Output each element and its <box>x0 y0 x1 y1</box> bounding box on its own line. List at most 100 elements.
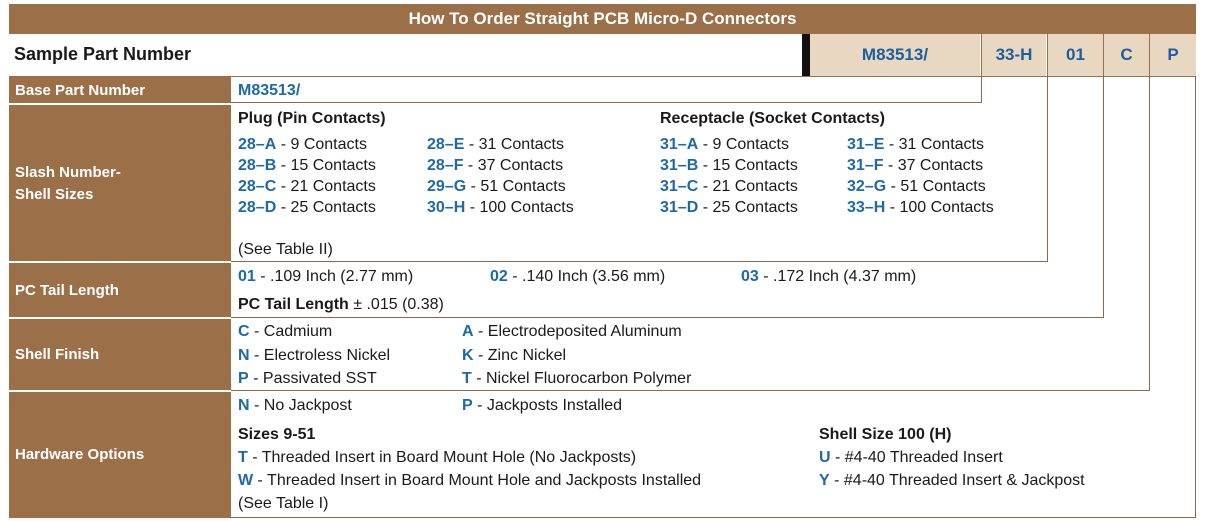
option-desc: - 15 Contacts <box>698 157 798 174</box>
option-code: P <box>462 397 473 414</box>
code-separator <box>1149 34 1150 76</box>
option-desc: - Threaded Insert in Board Mount Hole (N… <box>247 449 637 466</box>
option-desc: - 100 Contacts <box>465 199 574 216</box>
list-item: T - Threaded Insert in Board Mount Hole … <box>238 448 636 468</box>
list-item: 01 - .109 Inch (2.77 mm) <box>238 267 413 287</box>
list-item: 28–A - 9 Contacts <box>238 135 367 155</box>
option-code: Y <box>819 472 830 489</box>
option-code: 28–C <box>238 178 277 195</box>
option-code: K <box>462 347 474 364</box>
option-desc: - 21 Contacts <box>276 178 376 195</box>
receptacle-heading: Receptacle (Socket Contacts) <box>660 110 885 127</box>
label-column <box>9 77 231 518</box>
table-title: How To Order Straight PCB Micro-D Connec… <box>9 4 1196 34</box>
option-code: 31–A <box>660 136 699 153</box>
connector-line-base-h <box>231 102 982 103</box>
option-code: T <box>462 370 472 387</box>
list-item: 33–H - 100 Contacts <box>847 198 994 218</box>
option-desc: - No Jackpost <box>249 397 352 414</box>
code-separator <box>1047 34 1048 76</box>
option-code: 31–E <box>847 136 885 153</box>
plug-heading: Plug (Pin Contacts) <box>238 110 386 127</box>
list-item: 29–G - 51 Contacts <box>427 177 566 197</box>
list-item: Y - #4-40 Threaded Insert & Jackpost <box>819 471 1085 491</box>
list-item: 03 - .172 Inch (4.37 mm) <box>741 267 916 287</box>
option-desc: - .172 Inch (4.37 mm) <box>758 268 917 285</box>
option-code: 28–F <box>427 157 464 174</box>
list-item: W - Threaded Insert in Board Mount Hole … <box>238 471 701 491</box>
sample-code-base: M83513/ <box>810 34 980 76</box>
row-divider <box>9 103 231 105</box>
option-desc: - 51 Contacts <box>466 178 566 195</box>
list-item: 28–E - 31 Contacts <box>427 135 564 155</box>
option-code: 31–F <box>847 157 884 174</box>
option-code: 33–H <box>847 199 886 216</box>
list-item: 31–B - 15 Contacts <box>660 156 798 176</box>
slash-number-label-line2: Shell Sizes <box>15 186 94 203</box>
hardware-note: (See Table I) <box>238 495 329 512</box>
list-item: 02 - .140 Inch (3.56 mm) <box>490 267 665 287</box>
option-desc: - #4-40 Threaded Insert <box>830 449 1003 466</box>
connector-line-shell <box>1047 76 1048 262</box>
row-divider <box>9 390 231 392</box>
sample-part-number-label: Sample Part Number <box>14 44 192 64</box>
option-code: T <box>238 449 248 466</box>
frame-top-line <box>9 76 1196 77</box>
option-code: 28–B <box>238 157 277 174</box>
option-code: 29–G <box>427 178 467 195</box>
connector-line-base <box>981 76 982 103</box>
option-code: N <box>238 347 250 364</box>
connector-line-hardware-h <box>231 517 1196 518</box>
option-code: 02 <box>490 268 508 285</box>
option-code: 28–E <box>427 136 465 153</box>
option-code: C <box>238 323 250 340</box>
list-item: K - Zinc Nickel <box>462 346 566 366</box>
sizes-heading: Sizes 9-51 <box>238 426 316 443</box>
option-desc: - 100 Contacts <box>885 199 994 216</box>
row-divider <box>9 317 231 319</box>
tail-tolerance: PC Tail Length ± .015 (0.38) <box>238 295 444 315</box>
sample-code-hardware: P <box>1150 34 1196 76</box>
option-desc: - Electrodeposited Aluminum <box>473 323 682 340</box>
option-code: 31–B <box>660 157 699 174</box>
option-desc: - 25 Contacts <box>276 199 376 216</box>
sample-code-tail: 01 <box>1048 34 1103 76</box>
connector-line-hardware <box>1195 76 1196 518</box>
option-desc: - 9 Contacts <box>276 136 367 153</box>
option-desc: - .109 Inch (2.77 mm) <box>255 268 414 285</box>
list-item: N - Electroless Nickel <box>238 346 390 366</box>
list-item: 31–F - 37 Contacts <box>847 156 983 176</box>
list-item: P - Jackposts Installed <box>462 396 622 416</box>
option-code: W <box>238 472 254 489</box>
sample-code-shell: 33-H <box>982 34 1046 76</box>
tail-tolerance-value: ± .015 (0.38) <box>348 296 444 313</box>
option-desc: - 51 Contacts <box>886 178 986 195</box>
option-code: A <box>462 323 474 340</box>
connector-line-tail <box>1103 76 1104 318</box>
option-code: P <box>238 370 249 387</box>
list-item: 28–D - 25 Contacts <box>238 198 376 218</box>
code-separator <box>981 34 982 76</box>
slash-note: (See Table II) <box>238 241 333 258</box>
option-desc: - 37 Contacts <box>463 157 564 174</box>
option-code: 30–H <box>427 199 466 216</box>
list-item: N - No Jackpost <box>238 396 352 416</box>
list-item: 32–G - 51 Contacts <box>847 177 986 197</box>
connector-line-finish-h <box>231 390 1150 391</box>
code-separator <box>1103 34 1104 76</box>
list-item: 31–A - 9 Contacts <box>660 135 789 155</box>
option-desc: - #4-40 Threaded Insert & Jackpost <box>829 472 1085 489</box>
shell-finish-label: Shell Finish <box>15 346 100 363</box>
option-code: U <box>819 449 831 466</box>
shell100-heading: Shell Size 100 (H) <box>819 426 952 443</box>
option-desc: - Threaded Insert in Board Mount Hole an… <box>253 472 702 489</box>
sample-divider <box>802 34 810 76</box>
list-item: 30–H - 100 Contacts <box>427 198 574 218</box>
list-item: 28–C - 21 Contacts <box>238 177 376 197</box>
option-code: 31–D <box>660 199 699 216</box>
option-desc: - 15 Contacts <box>276 157 376 174</box>
option-desc: - Cadmium <box>249 323 333 340</box>
option-desc: - 9 Contacts <box>698 136 789 153</box>
option-desc: - 21 Contacts <box>698 178 798 195</box>
option-desc: - 31 Contacts <box>884 136 984 153</box>
